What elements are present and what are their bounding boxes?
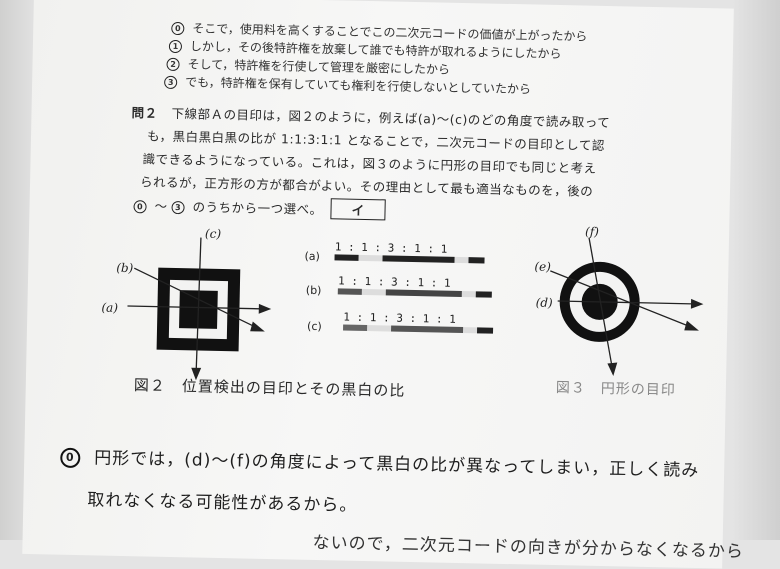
label-c: (c) [205,227,222,241]
ratio-bar-black [343,324,368,332]
label-f: (f) [585,225,599,239]
choice-number: 1 [168,39,183,54]
label-b: (b) [116,261,134,275]
label-d: (d) [536,296,554,310]
figure-2: (a) (b) (c) (a) 1 : 1 : 3 : 1 : 1 (b) 1 … [101,227,494,381]
arrow-e [550,270,694,329]
scan-arrows [550,237,704,377]
arrow-f-head [607,362,618,377]
ratio-row-a: (a) 1 : 1 : 3 : 1 : 1 [304,240,485,264]
arrow-d [557,300,698,305]
range-end-number: 3 [171,200,185,215]
arrow-b [133,267,260,330]
option-number: 0 [60,447,81,469]
arrow-d-head [690,298,704,309]
ratio-label: (a) [304,250,320,263]
option-0-line-2: 取れなくなる可能性があるから。 [87,490,358,516]
arrow-a-head [258,303,272,314]
ratio-bar-black [382,255,455,263]
choice-text: でも，特許権を保有していても権利を行使しないとしていたから [185,75,532,97]
ratio-bar-black [476,327,494,334]
page-shadow-right [732,0,780,540]
choice-number: 2 [166,57,180,72]
ratio-text: 1 : 1 : 3 : 1 : 1 [335,240,448,255]
choice-3: 3 でも，特許権を保有していても権利を行使しないとしていたから [164,73,531,98]
option-1-line-partial: ないので，二次元コードの向きが分からなくなるから [312,532,745,562]
arrow-f [588,237,613,369]
scan-arrows [127,237,272,381]
ratio-row-c: (c) 1 : 1 : 3 : 1 : 1 [307,311,494,334]
arrow-c-head [191,367,202,381]
label-e: (e) [534,260,551,274]
ratio-bar-black [385,289,462,298]
ratio-row-b: (b) 1 : 1 : 3 : 1 : 1 [306,274,492,298]
arrow-b-head [250,321,265,332]
choice-number: 0 [171,21,185,36]
arrow-e-head [684,320,699,331]
question-text: のうちから一つ選べ。 [192,199,323,218]
ratio-bar-black [337,288,362,295]
figure-3: (d) (e) (f) [534,225,704,377]
ratio-bar-black [468,257,485,264]
answer-box: イ [330,198,386,221]
range-start-number: 0 [133,200,147,214]
ratio-bar-black [475,291,492,298]
label-a: (a) [101,300,118,314]
question-label: 問２ [131,105,158,121]
ratio-label: (c) [307,320,322,333]
arrow-a [127,305,266,310]
choice-number: 3 [164,75,178,90]
ratio-bar-black [334,254,359,261]
option-0-line-1: 0 円形では，(d)～(f)の角度によって黒白の比が異なってしまい，正しく読み [60,443,699,481]
ratio-label: (b) [306,284,322,297]
ratio-text: 1 : 1 : 3 : 1 : 1 [338,274,451,289]
figure-3-caption: 図３ 円形の目印 [555,380,677,399]
figure-2-caption: 図２ 位置検出の目印とその黒白の比 [133,376,406,400]
option-text: 円形では，(d)～(f)の角度によって黒白の比が異なってしまい，正しく読み [94,448,700,482]
arrow-c [195,237,202,374]
ratio-text: 1 : 1 : 3 : 1 : 1 [343,311,456,326]
ratio-bar-black [391,325,464,334]
